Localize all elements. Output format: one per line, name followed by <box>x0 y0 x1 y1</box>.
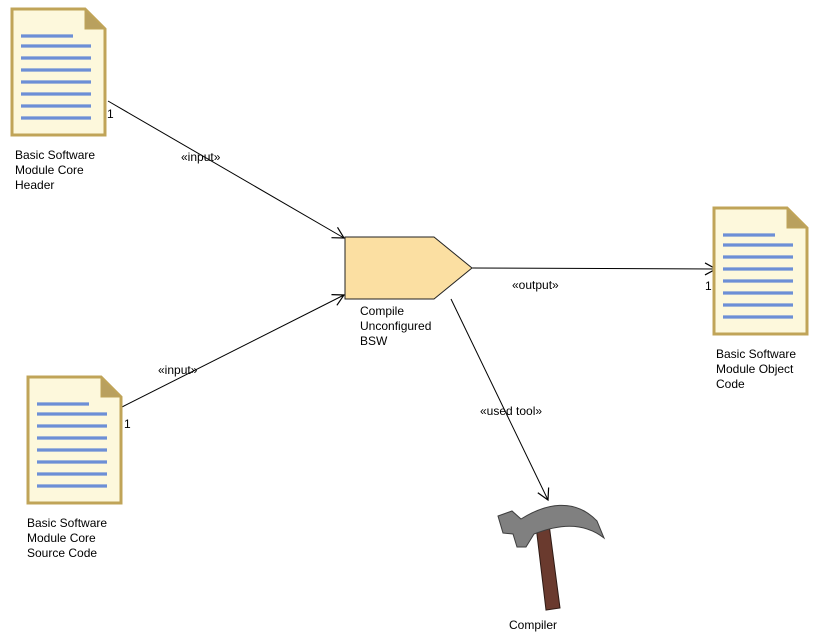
name-line: Compile <box>360 304 405 318</box>
task-name[interactable]: Compile Unconfigured BSW <box>360 304 431 349</box>
header-artifact-name[interactable]: Basic Software Module Core Header <box>15 148 95 193</box>
source-document-icon[interactable] <box>26 375 123 505</box>
used-tool-connector[interactable] <box>450 298 550 502</box>
input-header-connector[interactable] <box>107 100 346 239</box>
used-tool-label: «used tool» <box>480 404 543 418</box>
header-document-icon[interactable] <box>10 7 107 137</box>
name-line: Code <box>716 377 745 391</box>
object-artifact-name[interactable]: Basic Software Module Object Code <box>716 347 796 392</box>
hammer-icon[interactable] <box>497 504 606 611</box>
output-connector[interactable] <box>470 262 718 276</box>
name-line: Header <box>15 178 55 192</box>
source-multiplicity: 1 <box>124 417 131 431</box>
tool-name[interactable]: Compiler <box>509 618 558 632</box>
name-line: Module Object <box>716 362 794 376</box>
name-line: Module Core <box>27 531 96 545</box>
input-source-label: «input» <box>158 363 198 377</box>
input-source-connector[interactable] <box>117 293 346 410</box>
source-artifact-name[interactable]: Basic Software Module Core Source Code <box>27 516 107 561</box>
output-label: «output» <box>512 278 559 292</box>
name-line: Unconfigured <box>360 319 432 333</box>
object-multiplicity: 1 <box>705 279 712 293</box>
name-line: Source Code <box>27 546 98 560</box>
header-multiplicity: 1 <box>107 107 114 121</box>
name-line: Module Core <box>15 163 84 177</box>
name-line: BSW <box>360 334 388 348</box>
name-line: Basic Software <box>716 347 797 361</box>
name-line: Basic Software <box>27 516 108 530</box>
task-shape[interactable] <box>344 236 473 300</box>
input-header-label: «input» <box>181 150 221 164</box>
object-code-document-icon[interactable] <box>712 206 809 336</box>
name-line: Basic Software <box>15 148 96 162</box>
